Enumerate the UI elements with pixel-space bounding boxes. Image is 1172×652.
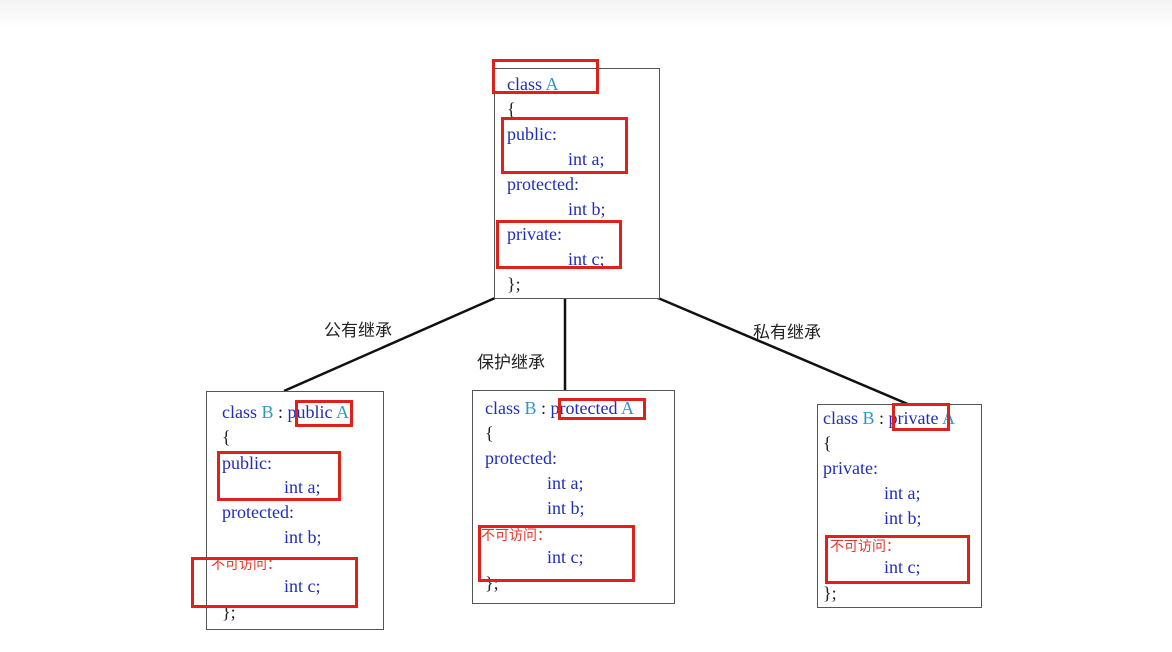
- sec1-member-a: int a;: [884, 483, 921, 503]
- access-specifier: public: [287, 402, 333, 422]
- close-brace: };: [507, 274, 521, 294]
- access-specifier: protected: [550, 398, 618, 418]
- sec2-label: protected:: [222, 502, 294, 522]
- edge-label-protected: 保护继承: [477, 353, 545, 373]
- highlight-base-public: [501, 117, 628, 174]
- highlight-private-access: [892, 403, 950, 431]
- sec3-member: int c;: [284, 576, 321, 596]
- derived-private-header: class B : private A: [823, 408, 956, 428]
- highlight-public-sec3: [191, 557, 358, 608]
- sec2-member: int b;: [284, 527, 322, 547]
- protected-label: protected:: [507, 174, 579, 194]
- sec3-label: 不可访问：: [211, 557, 281, 573]
- private-member: int c;: [568, 249, 605, 269]
- derived-private-box: class B : private A { private: int a; in…: [817, 404, 982, 608]
- highlight-private-sec2: [825, 535, 970, 584]
- access-specifier: private: [888, 408, 939, 428]
- sec2-member: int c;: [547, 547, 584, 567]
- base-class-box: class A { public: int a; protected: int …: [494, 68, 660, 299]
- edge-label-private: 私有继承: [753, 323, 821, 343]
- sec1-member: int a;: [284, 477, 321, 497]
- highlight-protected-access: [558, 398, 646, 420]
- derived-public-box: class B : public A { public: int a; prot…: [206, 391, 384, 630]
- window-top-bar: [0, 0, 1172, 28]
- highlight-public-sec1: [217, 451, 341, 501]
- public-member: int a;: [568, 149, 605, 169]
- derived-protected-box: class B : protected A { protected: int a…: [472, 390, 675, 604]
- highlight-public-access: [295, 400, 353, 427]
- sec1-member-a: int a;: [547, 473, 584, 493]
- sec1-label: private:: [823, 458, 878, 478]
- edge-private: [657, 296, 911, 407]
- class-keyword: class: [507, 74, 542, 94]
- base-class-header: class A: [507, 74, 559, 94]
- derived-public-header: class B : public A: [222, 402, 350, 422]
- highlight-base-private: [496, 220, 622, 269]
- sec1-label: public:: [222, 453, 272, 473]
- edge-public: [283, 296, 496, 393]
- sec2-label: 不可访问：: [830, 539, 900, 555]
- public-label: public:: [507, 124, 557, 144]
- highlight-protected-sec2: [478, 525, 635, 582]
- sec2-member: int c;: [884, 557, 921, 577]
- open-brace: {: [507, 99, 516, 119]
- class-name: A: [545, 74, 559, 94]
- protected-member: int b;: [568, 199, 606, 219]
- private-label: private:: [507, 224, 562, 244]
- edge-label-public: 公有继承: [324, 321, 392, 341]
- highlight-base-header: [492, 59, 599, 94]
- sec1-member-b: int b;: [547, 498, 585, 518]
- sec1-label: protected:: [485, 448, 557, 468]
- sec2-label: 不可访问：: [481, 528, 551, 544]
- sec1-member-b: int b;: [884, 508, 922, 528]
- derived-protected-header: class B : protected A: [485, 398, 635, 418]
